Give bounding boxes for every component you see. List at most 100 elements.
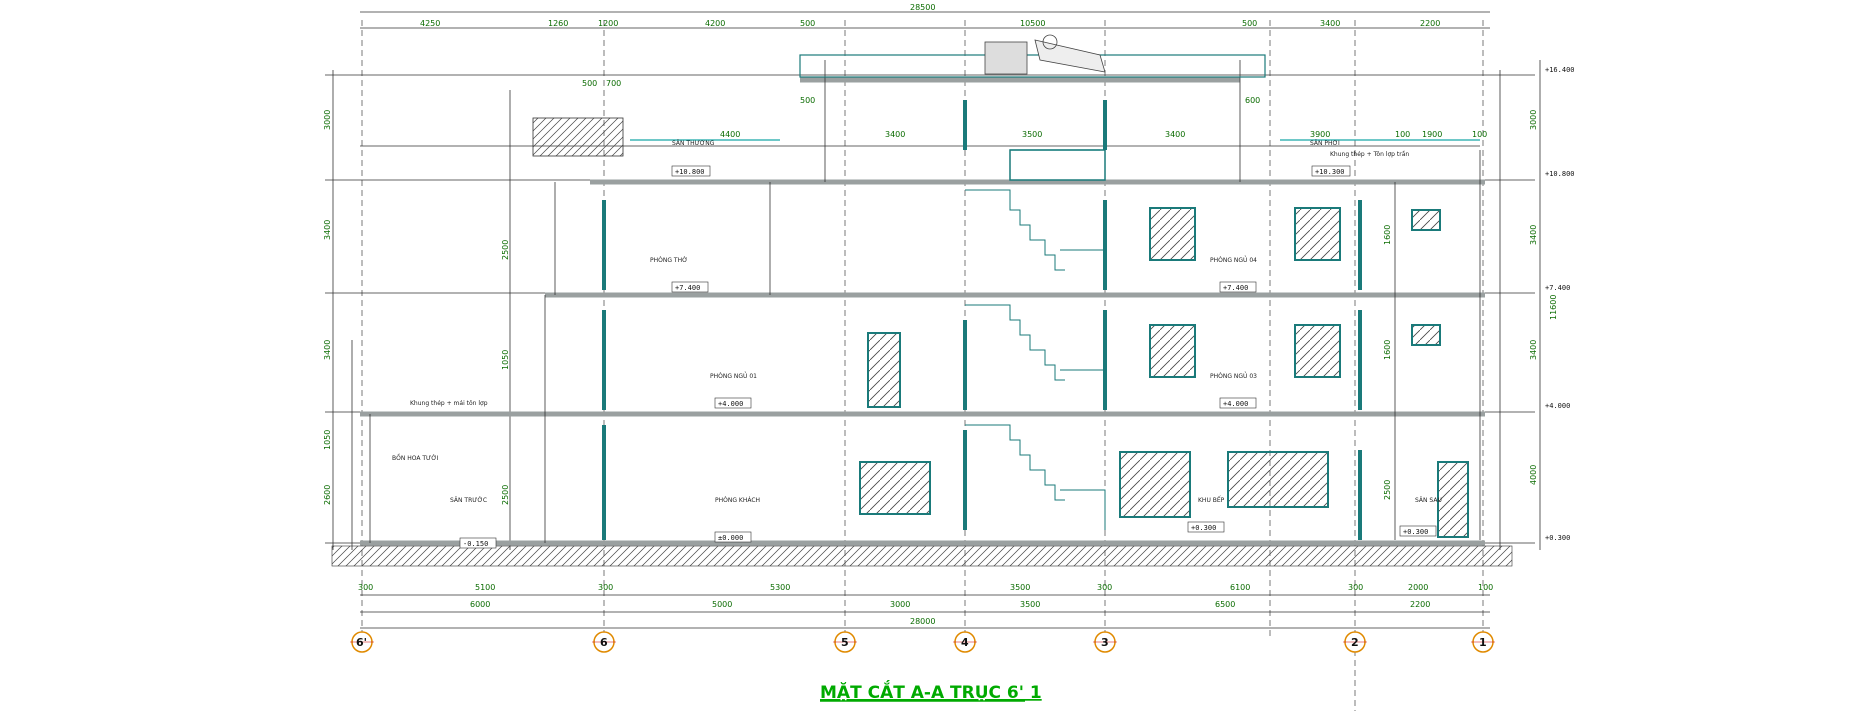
dim-left: 2500 [501,485,510,505]
drawing-title: MẶT CẮT A-A TRỤC 6' 1 [820,679,1042,703]
dim-small: 3900 [1310,130,1330,139]
dim-small: 100 [1395,130,1410,139]
dim-small: 1900 [1422,130,1442,139]
room-label: PHÒNG NGỦ 03 [1210,372,1257,380]
svg-text:+7.400: +7.400 [675,284,700,292]
dim-small: 700 [606,79,621,88]
right-level: +16.400 [1545,66,1575,74]
dim-top: 2200 [1420,19,1440,28]
dim-bottom: 100 [1478,583,1493,592]
note-label: BỒN HOA TƯỚI [392,453,439,462]
dim-right: 11600 [1549,295,1558,320]
axis-bubbles: 6' 6 5 4 3 2 1 [350,631,1495,653]
bottom-dimensions: 300 5100 300 5300 3500 300 6100 300 2000… [358,583,1493,626]
svg-text:+0.300: +0.300 [1191,524,1216,532]
dim-top: 10500 [1020,19,1045,28]
dim-bottom: 6000 [470,600,490,609]
room-label: PHÒNG KHÁCH [715,497,760,504]
dim-top: 500 [1242,19,1257,28]
staircase [965,189,1106,530]
dim-bottom: 300 [358,583,373,592]
svg-text:+10.300: +10.300 [1315,168,1345,176]
dim-bottom: 5100 [475,583,495,592]
svg-text:+4.000: +4.000 [718,400,743,408]
axis-bubble: 6' [350,631,374,653]
ground-hatch [331,545,1513,567]
dim-right: 1600 [1383,340,1392,360]
dim-left: 2500 [501,240,510,260]
axis-bubble: 1 [1471,631,1495,653]
dim-right: 3000 [1529,110,1538,130]
svg-text:5: 5 [841,636,849,649]
dimension-lines [325,11,1541,629]
dim-right: 1600 [1383,225,1392,245]
dim-small: 500 [800,96,815,105]
top-dimensions: 28500 4250 1260 1200 4200 500 10500 500 … [420,3,1487,139]
dim-bottom: 300 [598,583,613,592]
dim-right: 3400 [1529,340,1538,360]
dim-small: 100 [1472,130,1487,139]
room-label: SÂN TRƯỚC [450,497,487,504]
svg-text:2: 2 [1351,636,1359,649]
structural-walls [369,60,1481,543]
dim-top: 1260 [548,19,568,28]
svg-text:+7.400: +7.400 [1223,284,1248,292]
level-markers: +10.800 +10.300 +7.400 +7.400 +4.000 +4.… [459,165,1437,549]
axis-bubble: 2 [1343,631,1367,653]
svg-text:1: 1 [1479,636,1487,649]
roof-structure [532,34,1266,181]
dim-bottom: 300 [1348,583,1363,592]
svg-text:+10.800: +10.800 [675,168,705,176]
axis-bubble: 3 [1093,631,1117,653]
dim-right: 4000 [1529,465,1538,485]
dim-left: 2600 [323,485,332,505]
dim-left: 3400 [323,220,332,240]
dim-bottom: 5000 [712,600,732,609]
svg-text:+0.300: +0.300 [1403,528,1428,536]
dim-top: 500 [800,19,815,28]
dim-bottom: 3000 [890,600,910,609]
svg-text:3: 3 [1101,636,1109,649]
svg-text:4: 4 [961,636,969,649]
dim-left: 1050 [323,430,332,450]
right-level: +4.000 [1545,402,1570,410]
doors [867,332,1469,538]
windows [859,207,1441,518]
dim-left: 1050 [501,350,510,370]
dim-small: 3400 [1165,130,1185,139]
dim-left: 3400 [323,340,332,360]
dim-top-total: 28500 [910,3,935,12]
dim-small: 500 [582,79,597,88]
room-label: SÂN THƯỢNG [672,140,715,147]
dim-small: 3500 [1022,130,1042,139]
left-dimensions: 3000 3400 3400 2600 1050 2500 2500 1050 [323,110,510,505]
dim-bottom: 5300 [770,583,790,592]
room-label: KHU BẾP [1198,496,1225,504]
note-label: Khung thép + mái tôn lợp [410,400,488,407]
floor-slabs [360,77,1485,546]
room-label: SÂN SAU [1415,497,1442,504]
dim-top: 3400 [1320,19,1340,28]
axis-bubble: 4 [953,631,977,653]
axis-bubble: 6 [592,631,616,653]
dim-small: 3400 [885,130,905,139]
svg-text:±0.000: ±0.000 [718,534,743,542]
dim-right: 3400 [1529,225,1538,245]
dim-right: 2500 [1383,480,1392,500]
room-labels: SÂN THƯỢNG SÂN PHƠI PHÒNG THỜ PHÒNG NGỦ … [392,140,1442,504]
dim-top: 1200 [598,19,618,28]
dim-small: 600 [1245,96,1260,105]
svg-text:+4.000: +4.000 [1223,400,1248,408]
svg-text:6: 6 [600,636,608,649]
room-label: PHÒNG THỜ [650,257,688,264]
room-label: SÂN PHƠI [1310,140,1340,147]
dim-bottom: 6100 [1230,583,1250,592]
dim-bottom: 2200 [1410,600,1430,609]
note-label: Khung thép + Tôn lợp trần [1330,150,1409,158]
right-level: +10.800 [1545,170,1575,178]
dim-bottom-total: 28000 [910,617,935,626]
dim-bottom: 6500 [1215,600,1235,609]
room-label: PHÒNG NGỦ 04 [1210,256,1257,264]
room-label: PHÒNG NGỦ 01 [710,372,757,380]
